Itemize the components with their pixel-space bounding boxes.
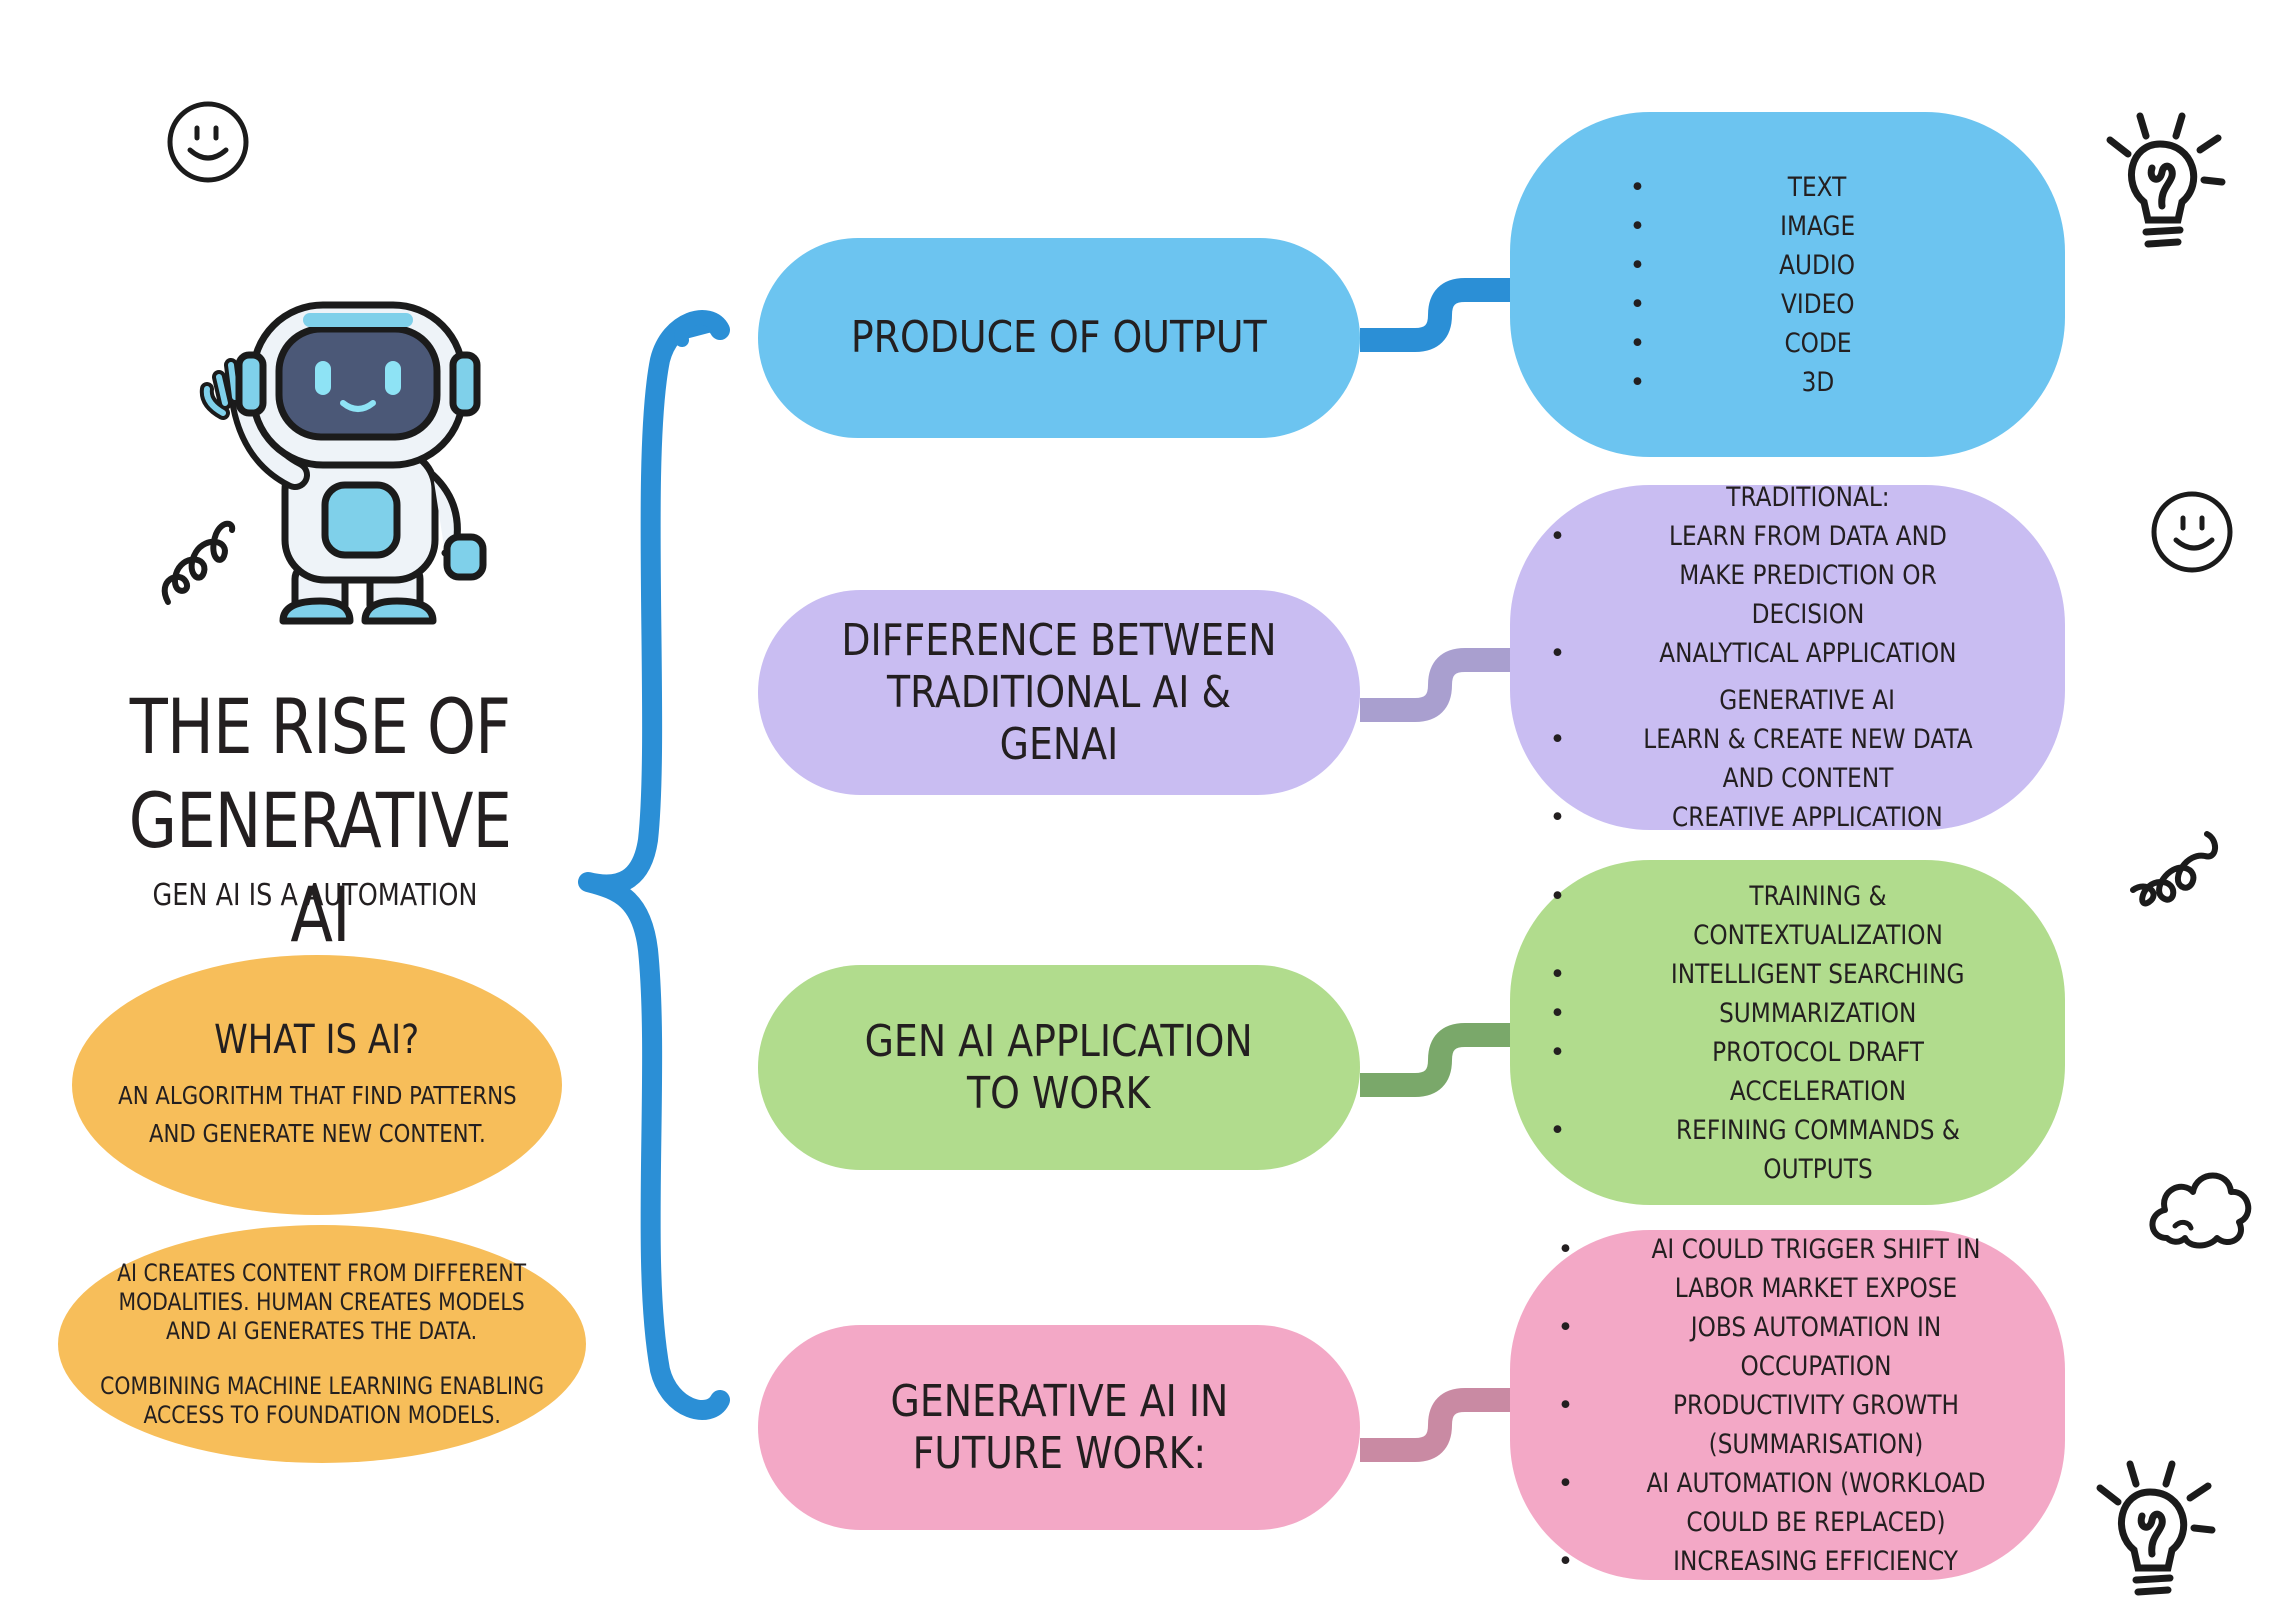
- subtitle: GEN AI IS A AUTOMATION: [152, 878, 478, 913]
- bubble-line: ACCESS TO FOUNDATION MODELS.: [143, 1400, 501, 1429]
- list-item: •INCREASING EFFICIENCY: [1557, 1545, 1958, 1577]
- smiley-icon: [2151, 491, 2233, 573]
- list-item: •REFINING COMMANDS & OUTPUTS: [1549, 1114, 1960, 1185]
- bubble-line: AI CREATES CONTENT FROM DIFFERENT: [117, 1258, 527, 1287]
- robot-mascot-icon: [199, 301, 487, 625]
- list-item: •TEXT: [1629, 171, 1847, 203]
- list-item: •IMAGE: [1629, 210, 1856, 242]
- list-item: •CREATIVE APPLICATION: [1549, 802, 1943, 833]
- smiley-icon: [167, 101, 249, 183]
- group-heading: GENERATIVE AI: [1719, 685, 1896, 716]
- branch-label: PRODUCE OF OUTPUT: [851, 312, 1267, 363]
- bubble-line: COMBINING MACHINE LEARNING ENABLING: [100, 1371, 544, 1400]
- bubble-line: AN ALGORITHM THAT FIND PATTERNS: [117, 1081, 517, 1110]
- connector-output: [1360, 278, 1530, 352]
- branch-label: GEN AI APPLICATION TO WORK: [864, 1015, 1254, 1119]
- detail-card-future: •AI COULD TRIGGER SHIFT IN LABOR MARKET …: [1510, 1230, 2065, 1580]
- connector-difference: [1360, 648, 1530, 722]
- detail-card-difference: TRADITIONAL: •LEARN FROM DATA AND MAKE P…: [1510, 482, 2065, 833]
- lightbulb-icon: [2106, 112, 2226, 248]
- ai-creates-bubble: AI CREATES CONTENT FROM DIFFERENT MODALI…: [58, 1225, 586, 1463]
- list-item: •VIDEO: [1629, 288, 1855, 320]
- list-item: •PRODUCTIVITY GROWTH (SUMMARISATION): [1557, 1389, 1959, 1460]
- squiggle-icon: [2130, 831, 2218, 907]
- list-item: •AI AUTOMATION (WORKLOAD COULD BE REPLAC…: [1557, 1467, 1986, 1538]
- list-item: •JOBS AUTOMATION IN OCCUPATION: [1557, 1311, 1941, 1382]
- list-item: •3D: [1629, 366, 1834, 398]
- list-item: •LEARN & CREATE NEW DATA AND CONTENT: [1549, 724, 1973, 794]
- list-item: •TRAINING & CONTEXTUALIZATION: [1549, 880, 1943, 951]
- detail-card-output: •TEXT •IMAGE •AUDIO •VIDEO •CODE •3D: [1510, 112, 2065, 457]
- list-item: •AUDIO: [1629, 249, 1856, 281]
- title-line: GENERATIVE AI: [128, 776, 512, 959]
- connector-application: [1360, 1023, 1530, 1097]
- connector-future: [1360, 1388, 1530, 1462]
- group-heading: TRADITIONAL:: [1725, 482, 1890, 513]
- branch-pill-output: PRODUCE OF OUTPUT: [758, 238, 1360, 438]
- list-item: •LEARN FROM DATA AND MAKE PREDICTION OR …: [1549, 521, 1947, 630]
- list-item: •PROTOCOL DRAFT ACCELERATION: [1549, 1036, 1924, 1107]
- title-line: THE RISE OF: [129, 682, 511, 771]
- branch-label: GENERATIVE AI IN FUTURE WORK:: [890, 1375, 1228, 1479]
- branch-bracket: [578, 310, 730, 1420]
- bubble-line: AND GENERATE NEW CONTENT.: [148, 1119, 486, 1148]
- what-is-ai-bubble: WHAT IS AI? AN ALGORITHM THAT FIND PATTE…: [72, 955, 562, 1215]
- cloud-icon: [2149, 1172, 2252, 1249]
- branch-pill-difference: DIFFERENCE BETWEEN TRADITIONAL AI & GENA…: [758, 590, 1360, 795]
- page-title: THE RISE OF GENERATIVE AI: [107, 680, 533, 962]
- list-item: •CODE: [1629, 327, 1852, 359]
- list-item: •INTELLIGENT SEARCHING: [1549, 958, 1965, 990]
- branch-pill-future: GENERATIVE AI IN FUTURE WORK:: [758, 1325, 1360, 1530]
- bubble-line: MODALITIES. HUMAN CREATES MODELS: [118, 1287, 526, 1316]
- list-item: •SUMMARIZATION: [1549, 997, 1917, 1029]
- branch-pill-application: GEN AI APPLICATION TO WORK: [758, 965, 1360, 1170]
- squiggle-icon: [161, 520, 236, 605]
- branch-label: DIFFERENCE BETWEEN TRADITIONAL AI & GENA…: [841, 614, 1277, 770]
- detail-card-application: •TRAINING & CONTEXTUALIZATION •INTELLIGE…: [1510, 860, 2065, 1205]
- bubble-heading: WHAT IS AI?: [214, 1017, 420, 1063]
- lightbulb-icon: [2096, 1460, 2216, 1596]
- list-item: •AI COULD TRIGGER SHIFT IN LABOR MARKET …: [1557, 1233, 1980, 1304]
- list-item: •ANALYTICAL APPLICATION: [1549, 638, 1957, 669]
- bubble-line: AND AI GENERATES THE DATA.: [166, 1316, 478, 1345]
